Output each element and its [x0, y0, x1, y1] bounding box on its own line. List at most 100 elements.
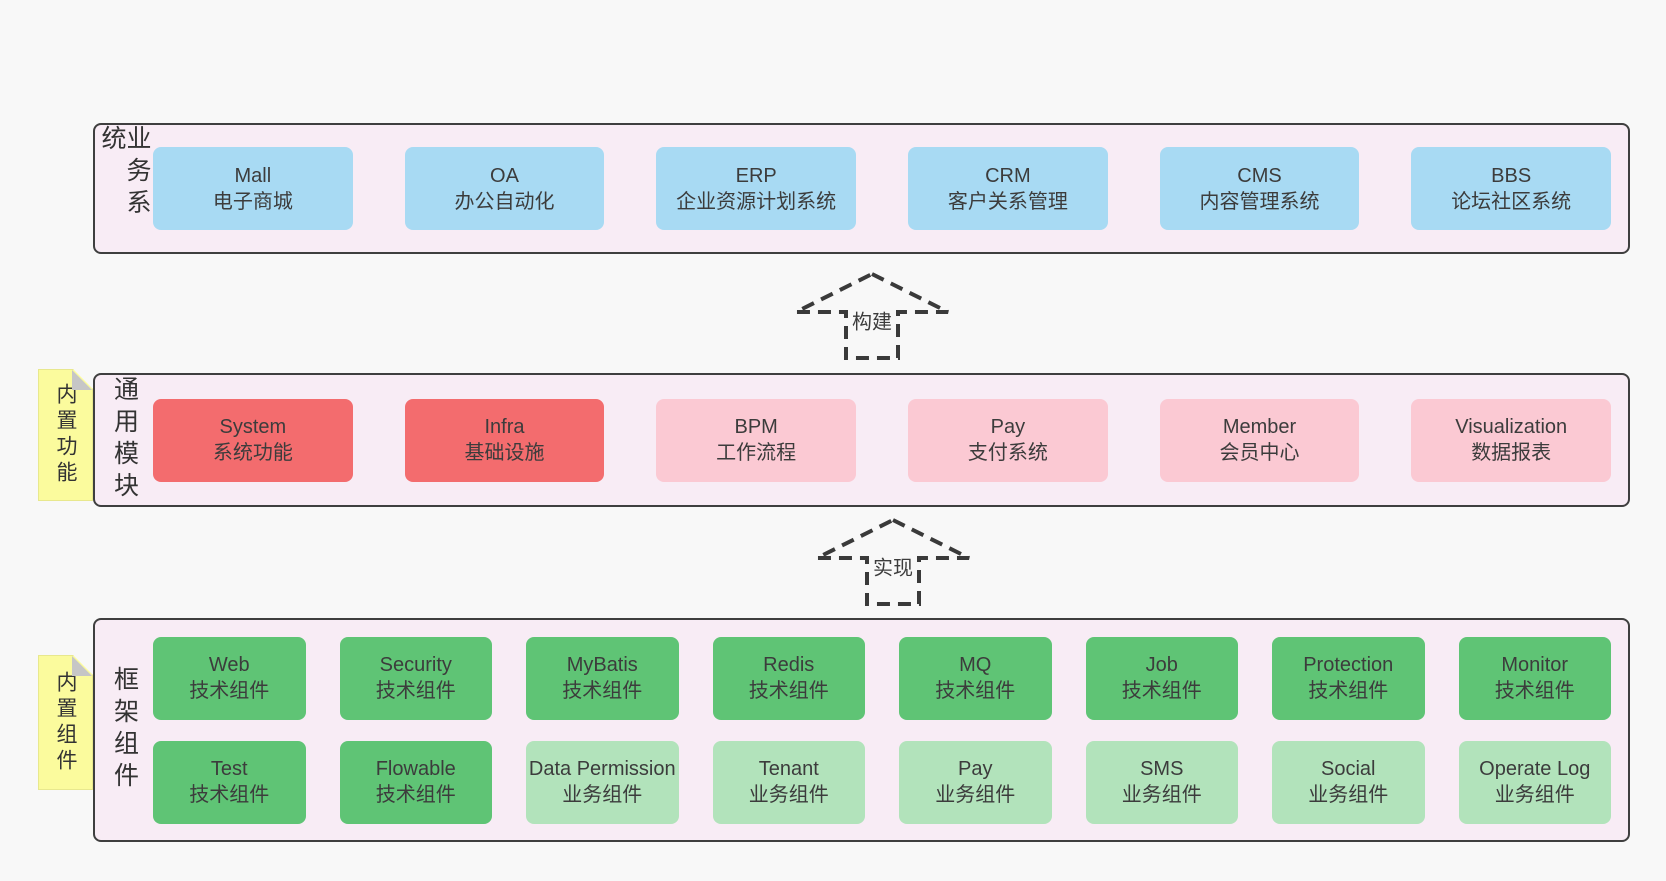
box-subtitle: 技术组件 — [1121, 680, 1202, 702]
box-title: BBS — [1491, 164, 1532, 187]
box-web: Web 技术组件 — [153, 636, 306, 720]
box-subtitle: 数据报表 — [1471, 442, 1552, 464]
box-subtitle: 企业资源计划系统 — [676, 190, 837, 213]
box-title: Infra — [484, 416, 525, 438]
box-subtitle: 业务组件 — [935, 784, 1016, 806]
box-subtitle: 业务组件 — [1494, 784, 1575, 806]
panel-components-label: 框架组件 — [110, 666, 139, 794]
box-subtitle: 电子商城 — [212, 190, 293, 213]
box-bbs: BBS 论坛社区系统 — [1411, 147, 1612, 230]
box-mybatis: MyBatis 技术组件 — [526, 636, 679, 720]
box-title: ERP — [735, 164, 777, 187]
fold-corner-icon — [72, 370, 92, 390]
box-title: Visualization — [1455, 416, 1568, 438]
box-title: Pay — [958, 758, 993, 780]
box-title: Member — [1222, 416, 1297, 438]
dashed-up-arrow-icon — [795, 271, 949, 360]
box-security: Security 技术组件 — [339, 636, 492, 720]
business-box-row: Mall 电子商城 OA 办公自动化 ERP 企业资源计划系统 CRM 客户关系… — [153, 147, 1612, 230]
box-flowable: Flowable 技术组件 — [339, 740, 492, 824]
box-title: Security — [379, 654, 452, 676]
sticky-note-builtin-functions: 内置功能 — [38, 369, 93, 501]
box-subtitle: 技术组件 — [189, 680, 270, 702]
box-mq: MQ 技术组件 — [899, 636, 1052, 720]
box-title: Test — [210, 758, 248, 780]
box-member: Member 会员中心 — [1159, 398, 1360, 482]
box-title: Mall — [234, 164, 272, 187]
box-mall: Mall 电子商城 — [153, 147, 353, 230]
arrow-label: 构建 — [848, 304, 896, 336]
box-title: BPM — [734, 416, 778, 438]
box-title: Monitor — [1501, 654, 1569, 676]
box-title: Job — [1145, 654, 1178, 676]
box-title: SMS — [1140, 758, 1184, 780]
box-oa: OA 办公自动化 — [404, 147, 605, 230]
box-subtitle: 办公自动化 — [454, 190, 555, 213]
box-title: OA — [490, 164, 519, 187]
box-system: System 系统功能 — [153, 398, 353, 482]
box-protection: Protection 技术组件 — [1272, 636, 1425, 720]
box-sms: SMS 业务组件 — [1085, 740, 1238, 824]
box-infra: Infra 基础设施 — [404, 398, 605, 482]
box-erp: ERP 企业资源计划系统 — [656, 147, 857, 230]
box-subtitle: 技术组件 — [562, 680, 643, 702]
box-title: Pay — [990, 416, 1026, 438]
box-title: Redis — [763, 654, 815, 676]
box-job: Job 技术组件 — [1085, 636, 1238, 720]
box-operate-log: Operate Log 业务组件 — [1458, 740, 1611, 824]
box-redis: Redis 技术组件 — [712, 636, 865, 720]
box-title: Social — [1321, 758, 1376, 780]
box-title: Tenant — [758, 758, 819, 780]
box-subtitle: 技术组件 — [1308, 680, 1389, 702]
box-title: Data Permission — [528, 758, 676, 780]
box-title: Flowable — [375, 758, 456, 780]
box-subtitle: 内容管理系统 — [1199, 190, 1320, 213]
box-subtitle: 业务组件 — [748, 784, 829, 806]
box-monitor: Monitor 技术组件 — [1458, 636, 1611, 720]
box-title: MQ — [959, 654, 992, 676]
box-cms: CMS 内容管理系统 — [1159, 147, 1360, 230]
build-arrow-icon: 构建 — [792, 270, 952, 362]
components-box-row-2: Test 技术组件 Flowable 技术组件 Data Permission … — [153, 740, 1611, 824]
box-pay-business: Pay 业务组件 — [899, 740, 1052, 824]
box-subtitle: 基础设施 — [464, 442, 545, 464]
fold-corner-icon — [72, 656, 92, 676]
box-title: System — [219, 416, 287, 438]
box-pay: Pay 支付系统 — [908, 398, 1108, 482]
components-box-row-1: Web 技术组件 Security 技术组件 MyBatis 技术组件 Redi… — [153, 636, 1611, 720]
modules-box-row: System 系统功能 Infra 基础设施 BPM 工作流程 Pay 支付系统… — [153, 398, 1612, 482]
box-title: MyBatis — [566, 654, 638, 676]
box-test: Test 技术组件 — [153, 740, 306, 824]
sticky-label: 内置组件 — [54, 670, 77, 775]
box-social: Social 业务组件 — [1272, 740, 1425, 824]
box-subtitle: 客户关系管理 — [947, 190, 1068, 213]
box-title: CMS — [1237, 164, 1282, 187]
box-subtitle: 技术组件 — [748, 680, 829, 702]
box-subtitle: 会员中心 — [1219, 442, 1300, 464]
box-subtitle: 论坛社区系统 — [1451, 190, 1572, 213]
box-data-permission: Data Permission 业务组件 — [526, 740, 679, 824]
box-subtitle: 技术组件 — [375, 680, 456, 702]
box-title: Protection — [1303, 654, 1394, 676]
box-tenant: Tenant 业务组件 — [712, 740, 865, 824]
box-title: CRM — [985, 164, 1031, 187]
box-crm: CRM 客户关系管理 — [908, 147, 1108, 230]
box-visualization: Visualization 数据报表 — [1411, 398, 1612, 482]
box-title: Web — [208, 654, 250, 676]
box-subtitle: 业务组件 — [1308, 784, 1389, 806]
panel-business-systems: 业务系统 Mall 电子商城 OA 办公自动化 ERP 企业资源计划系统 CRM… — [93, 123, 1630, 254]
box-bpm: BPM 工作流程 — [656, 398, 857, 482]
sticky-note-builtin-components: 内置组件 — [38, 655, 93, 790]
dashed-up-arrow-icon — [816, 517, 970, 606]
box-subtitle: 技术组件 — [189, 784, 270, 806]
panel-business-label: 业务系统 — [98, 125, 151, 221]
panel-common-modules: 通用模块 System 系统功能 Infra 基础设施 BPM 工作流程 Pay… — [93, 373, 1630, 507]
box-subtitle: 技术组件 — [375, 784, 456, 806]
box-subtitle: 系统功能 — [212, 442, 293, 464]
box-title: Operate Log — [1479, 758, 1591, 780]
panel-modules-label: 通用模块 — [110, 376, 139, 504]
box-subtitle: 技术组件 — [1494, 680, 1575, 702]
box-subtitle: 支付系统 — [967, 442, 1048, 464]
box-subtitle: 技术组件 — [935, 680, 1016, 702]
box-subtitle: 业务组件 — [562, 784, 643, 806]
